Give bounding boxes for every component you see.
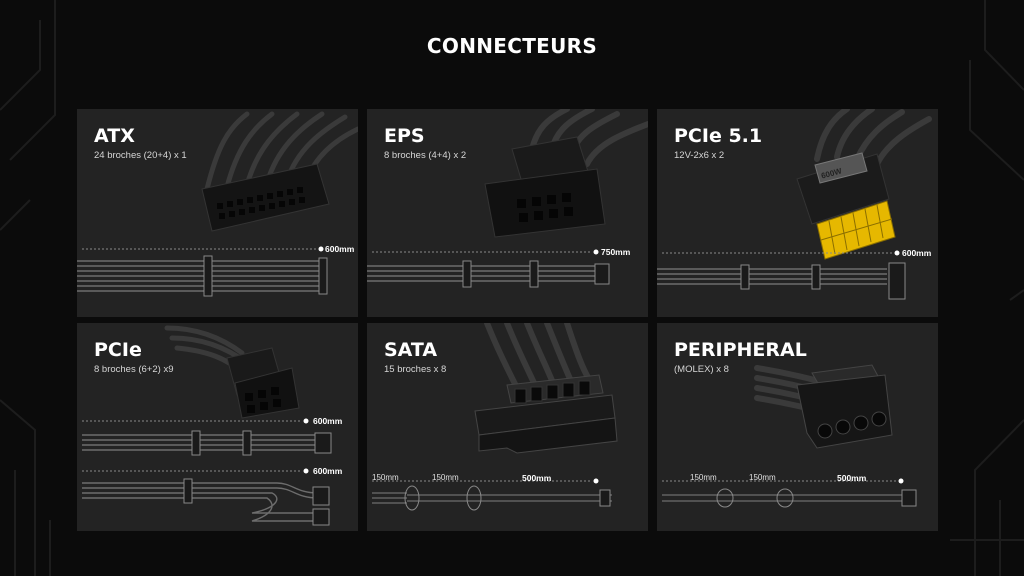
molex-connector-image bbox=[662, 364, 917, 508]
pcie51-connector-image bbox=[657, 109, 932, 300]
cable-length-label: 500mm bbox=[837, 473, 867, 483]
card-title: PERIPHERAL bbox=[674, 339, 807, 361]
card-title: PCIe bbox=[94, 339, 142, 361]
card-subtitle: 12V-2x6 x 2 bbox=[674, 150, 725, 161]
cable-length-label: 150mm bbox=[749, 473, 776, 482]
connectors-grid: ATX 24 broches (20+4) x 1 600mm bbox=[77, 109, 938, 531]
card-subtitle: 8 broches (6+2) x9 bbox=[94, 364, 174, 375]
eps-connector-image bbox=[367, 109, 648, 288]
cable-length-label: 600mm bbox=[313, 466, 343, 476]
card-eps: EPS 8 broches (4+4) x 2 750mm bbox=[367, 109, 648, 317]
card-title: ATX bbox=[94, 125, 135, 147]
card-pcie: PCIe 8 broches (6+2) x9 600mm 600mm bbox=[77, 323, 358, 531]
cable-length-label: 500mm bbox=[522, 473, 552, 483]
card-pcie51: 600W PCIe 5.1 12V-2x6 x 2 600mm bbox=[657, 109, 938, 317]
card-subtitle: 24 broches (20+4) x 1 bbox=[94, 150, 187, 161]
card-atx: ATX 24 broches (20+4) x 1 600mm bbox=[77, 109, 358, 317]
card-subtitle: (MOLEX) x 8 bbox=[674, 364, 729, 375]
cable-length-label: 150mm bbox=[372, 473, 399, 482]
card-title: PCIe 5.1 bbox=[674, 125, 763, 147]
cable-length-label: 600mm bbox=[902, 248, 932, 258]
card-title: EPS bbox=[384, 125, 425, 147]
card-subtitle: 15 broches x 8 bbox=[384, 364, 447, 375]
sata-connector-image bbox=[372, 323, 618, 511]
card-sata: SATA 15 broches x 8 150mm 150mm 500mm bbox=[367, 323, 648, 531]
cable-length-label: 600mm bbox=[313, 416, 343, 426]
card-subtitle: 8 broches (4+4) x 2 bbox=[384, 150, 467, 161]
page-title: CONNECTEURS bbox=[426, 34, 598, 58]
cable-length-label: 600mm bbox=[325, 244, 355, 254]
atx-connector-image bbox=[77, 111, 358, 297]
cable-length-label: 150mm bbox=[690, 473, 717, 482]
pcie-connector-image bbox=[82, 325, 332, 526]
card-title: SATA bbox=[384, 339, 438, 361]
cable-length-label: 150mm bbox=[432, 473, 459, 482]
card-peripheral: PERIPHERAL (MOLEX) x 8 150mm 150mm 500mm bbox=[657, 323, 938, 531]
cable-length-label: 750mm bbox=[601, 247, 631, 257]
